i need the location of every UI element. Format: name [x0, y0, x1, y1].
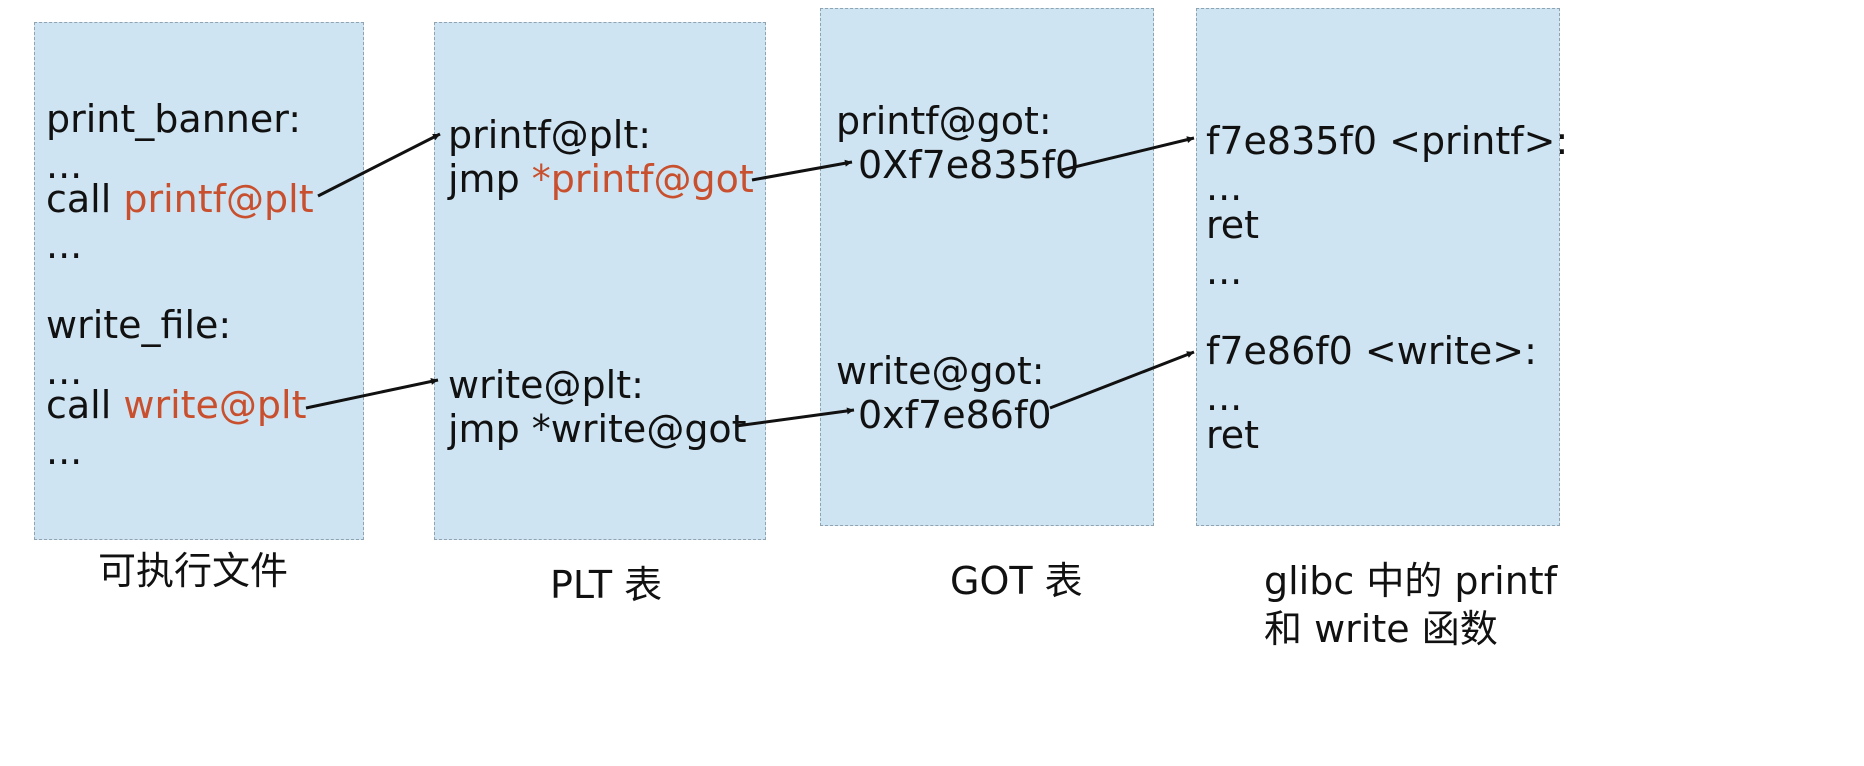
label-printf-got: printf@got:: [836, 99, 1052, 143]
dots: ...: [46, 223, 83, 267]
dots: ...: [1206, 249, 1243, 293]
label-print-banner: print_banner:: [46, 97, 301, 141]
caption-got: GOT 表: [950, 559, 1083, 603]
arrow-call-printf-to-plt: [317, 132, 441, 198]
dots: ...: [1206, 375, 1243, 419]
caption-executable: 可执行文件: [98, 549, 289, 593]
call-printf: call printf@plt: [46, 174, 314, 224]
call-write: call write@plt: [46, 380, 307, 430]
ret-instruction: ret: [1206, 413, 1260, 457]
arrow-jmp-write-to-got: [735, 407, 855, 428]
glibc-box: [1196, 8, 1560, 526]
label-write-plt: write@plt:: [448, 363, 644, 407]
call-printf-target: printf@plt: [123, 177, 314, 221]
call-write-target: write@plt: [123, 383, 307, 427]
arrow-jmp-printf-to-got: [751, 159, 853, 182]
dots: ...: [46, 143, 83, 187]
arrow-got-write-to-glibc: [1049, 350, 1195, 410]
jmp-printf-got: jmp *printf@got: [448, 154, 754, 204]
write-function-header: f7e86f0 <write>:: [1206, 329, 1537, 373]
dots: ...: [46, 349, 83, 393]
printf-got-address: 0Xf7e835f0: [858, 143, 1080, 187]
call-keyword: call: [46, 383, 124, 427]
printf-function-header: f7e835f0 <printf>:: [1206, 119, 1569, 163]
ret-instruction: ret: [1206, 203, 1260, 247]
label-write-file: write_file:: [46, 303, 232, 347]
label-printf-plt: printf@plt:: [448, 113, 652, 157]
jmp-printf-target: *printf@got: [531, 157, 754, 201]
caption-glibc-line1: glibc 中的 printf: [1264, 559, 1558, 603]
jmp-keyword: jmp: [448, 157, 532, 201]
caption-plt: PLT 表: [550, 563, 663, 607]
dots: ...: [1206, 165, 1243, 209]
arrow-got-printf-to-glibc: [1061, 136, 1195, 172]
dots: ...: [46, 429, 83, 473]
jmp-write-got: jmp *write@got: [448, 407, 747, 451]
arrow-call-write-to-plt: [305, 378, 439, 410]
write-got-address: 0xf7e86f0: [858, 393, 1052, 437]
label-write-got: write@got:: [836, 349, 1045, 393]
call-keyword: call: [46, 177, 124, 221]
got-box: [820, 8, 1154, 526]
plt-box: [434, 22, 766, 540]
caption-glibc-line2: 和 write 函数: [1264, 607, 1498, 651]
executable-box: [34, 22, 364, 540]
